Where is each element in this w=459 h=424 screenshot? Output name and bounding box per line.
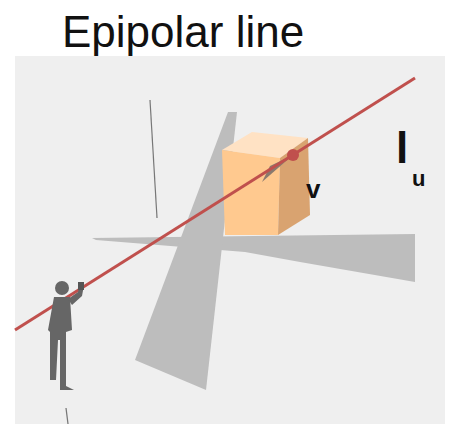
shadow-bar: [92, 234, 415, 282]
person-silhouette: [48, 281, 84, 390]
background-panel: [15, 56, 445, 424]
point-v: [287, 149, 299, 161]
line-label: l: [396, 126, 408, 170]
title-label: Epipolar line: [62, 10, 304, 54]
shadow-bar: [135, 112, 237, 390]
point-label: v: [306, 176, 320, 202]
leader-line: [150, 100, 157, 218]
epipolar-line: [15, 78, 415, 330]
leader-line: [66, 408, 68, 424]
cube-side: [278, 138, 310, 235]
subscript-label: u: [412, 168, 425, 190]
